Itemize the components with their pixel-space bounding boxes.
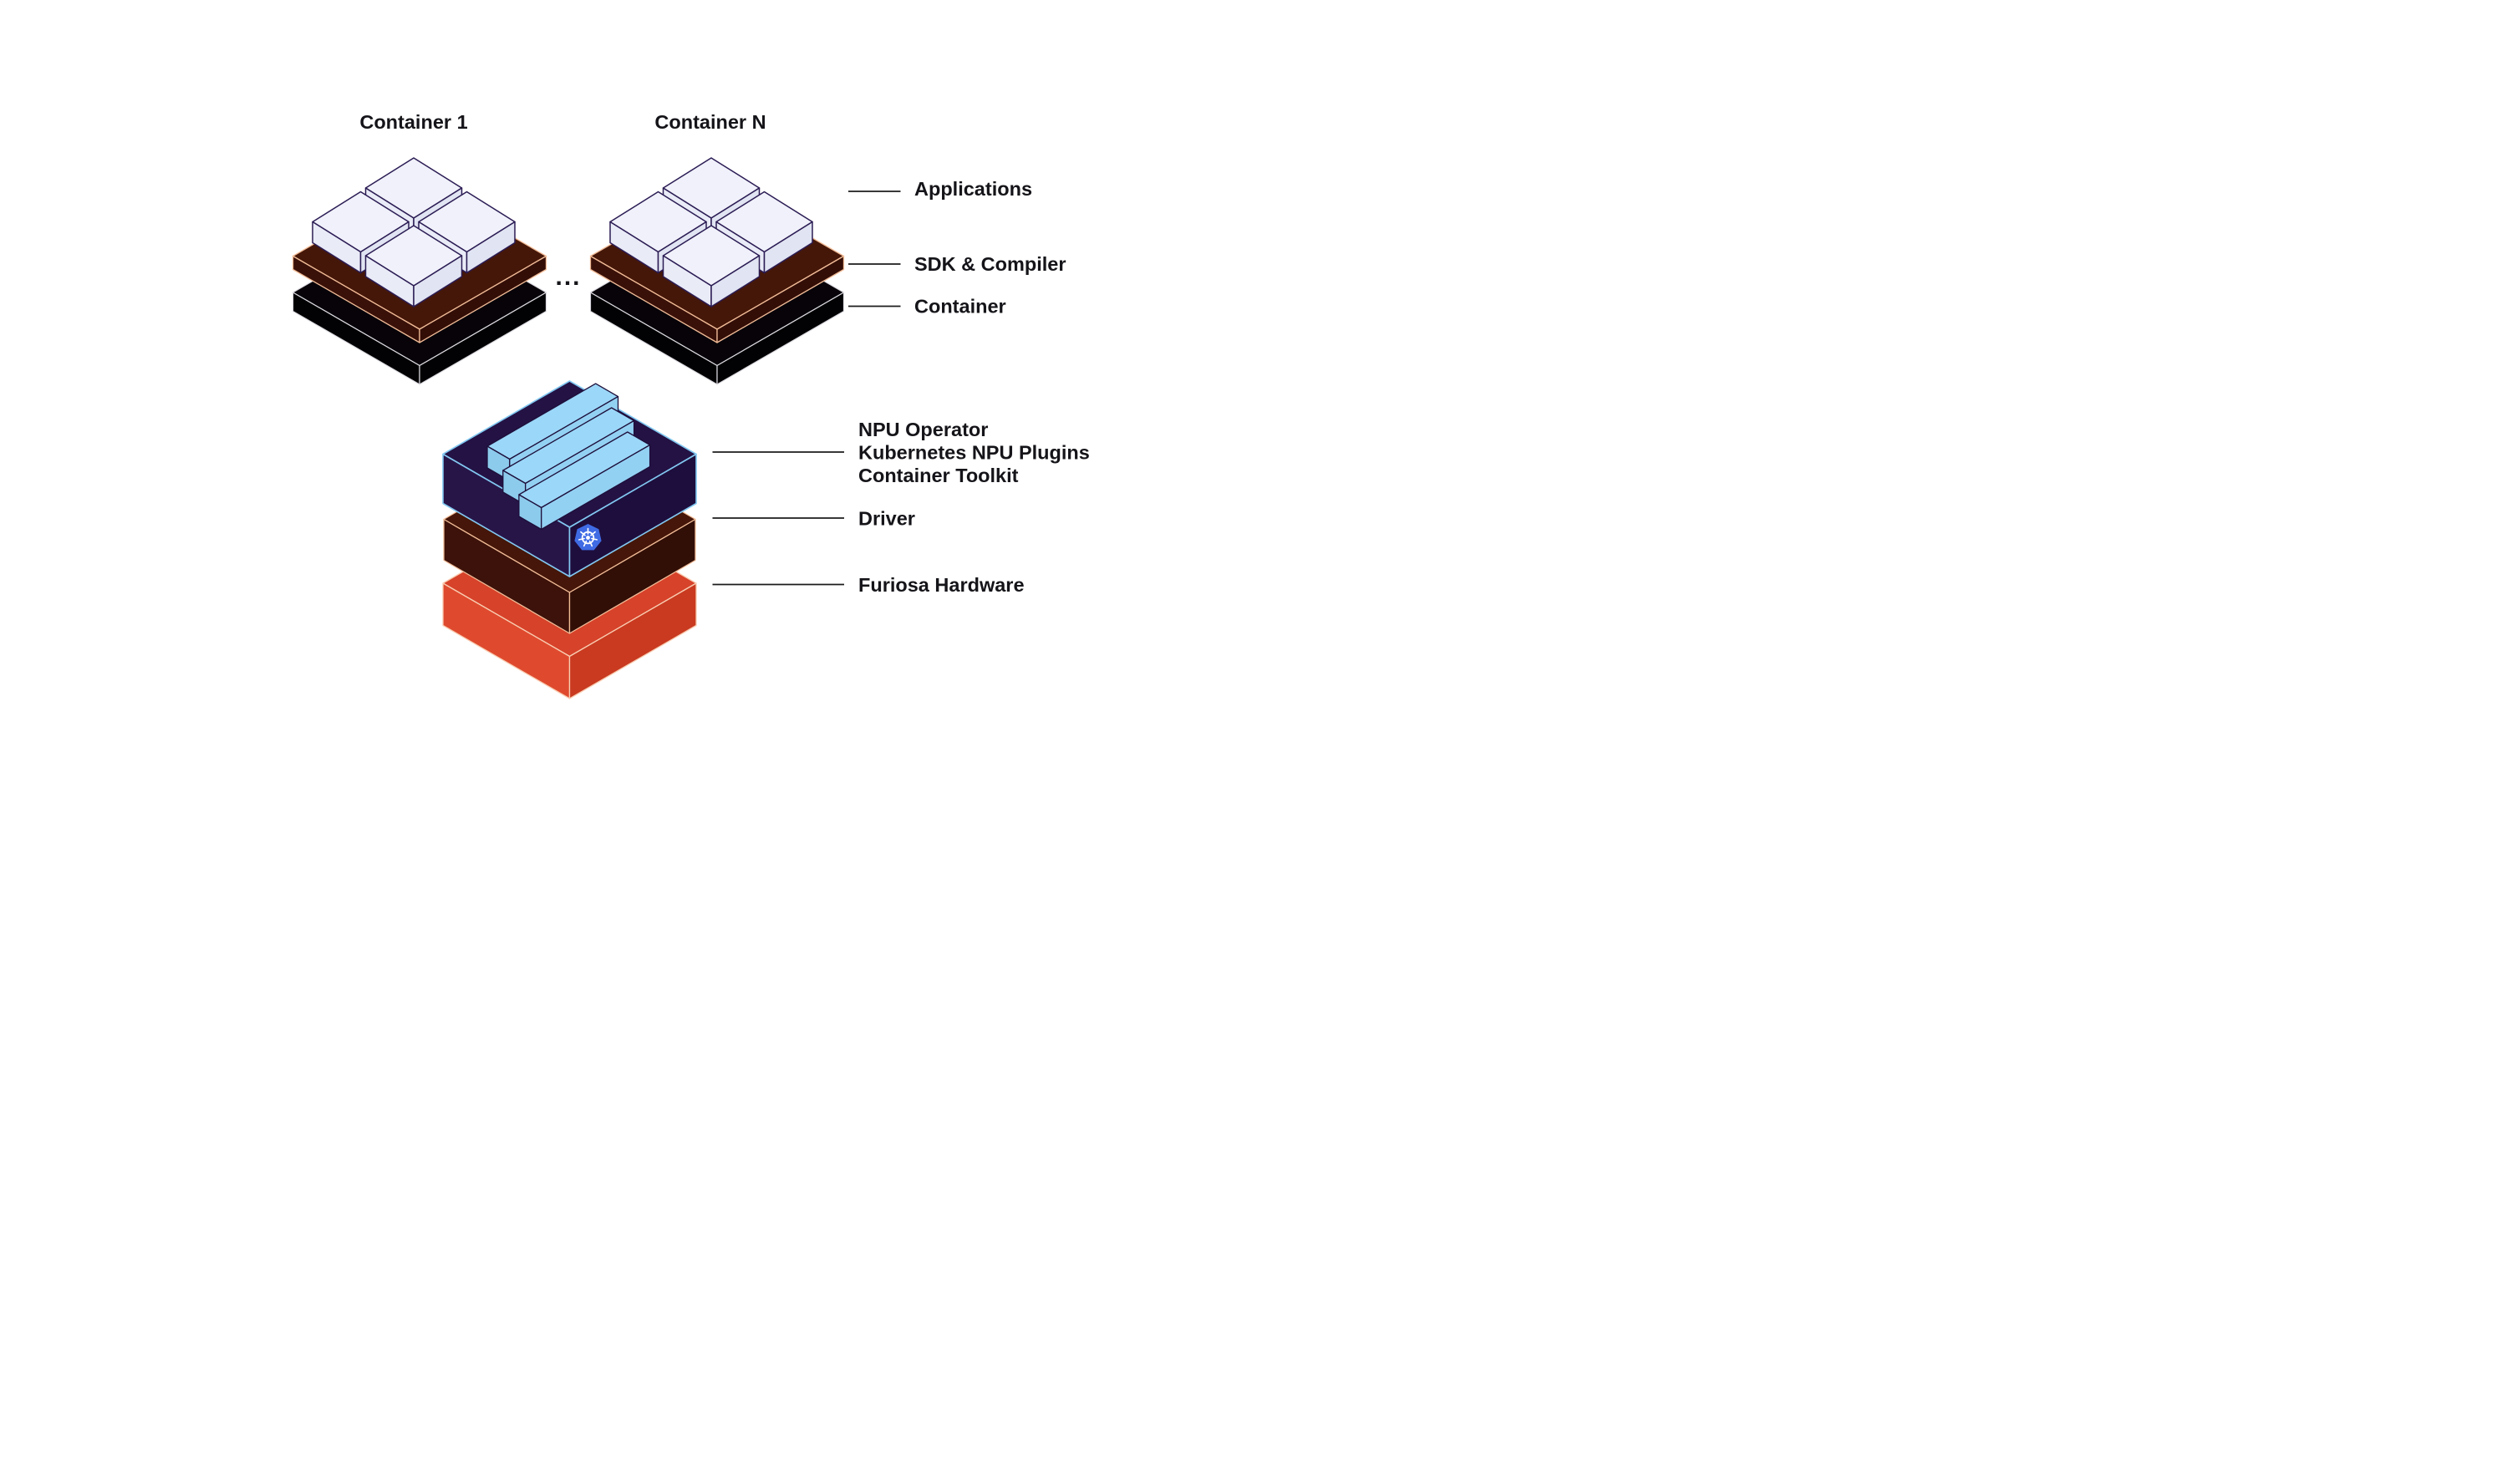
spoke — [583, 540, 588, 547]
npu-bar-3 — [518, 431, 651, 531]
driver-right-face — [568, 518, 696, 634]
sdk-slab-right-face — [716, 255, 845, 343]
spoke — [590, 531, 596, 536]
spoke — [588, 540, 593, 547]
k8s-wheel-spokes — [578, 527, 598, 547]
spoke — [591, 537, 598, 541]
legend-bottom: NPU Operator Kubernetes NPU Plugins Cont… — [712, 419, 1090, 596]
cube-right — [413, 255, 463, 307]
hardware-right-face — [568, 582, 697, 699]
ellipsis-between-stacks: ... — [555, 263, 581, 291]
label-furiosa-hardware: Furiosa Hardware — [858, 574, 1025, 596]
label-container: Container — [914, 296, 1006, 318]
diagram-svg: Container 1 Container N ... Applications… — [292, 111, 1090, 699]
cube-right — [466, 221, 516, 274]
label-container-toolkit: Container Toolkit — [858, 465, 1019, 486]
cube-right — [710, 255, 761, 307]
k8s-wheel-hub — [586, 536, 590, 540]
container-n-title: Container N — [654, 111, 766, 133]
spoke — [580, 531, 586, 536]
legend-right: Applications SDK & Compiler Container — [848, 178, 1066, 318]
container-1-title: Container 1 — [359, 111, 467, 133]
container-n-stack — [589, 157, 845, 385]
label-driver: Driver — [858, 508, 915, 530]
container-slab-right-face — [419, 292, 547, 385]
kubernetes-icon — [574, 524, 602, 551]
app-cube-front — [662, 225, 761, 307]
container-1-stack — [292, 157, 547, 385]
runtime-stack — [442, 380, 697, 699]
npu-operator-block — [442, 380, 697, 577]
application-cubes — [609, 157, 813, 307]
label-kubernetes-npu-plugins: Kubernetes NPU Plugins — [858, 442, 1090, 464]
sdk-slab-right-face — [419, 255, 547, 343]
app-cube-front — [364, 225, 463, 307]
label-sdk-compiler: SDK & Compiler — [914, 253, 1066, 275]
label-applications: Applications — [914, 178, 1032, 200]
container-slab-right-face — [716, 292, 845, 385]
architecture-diagram: Container 1 Container N ... Applications… — [0, 0, 1252, 742]
application-cubes — [312, 157, 516, 307]
npu-box-right-face — [568, 453, 697, 577]
bar-side — [541, 444, 651, 531]
spoke — [578, 537, 585, 541]
cube-right — [763, 221, 813, 274]
label-npu-operator: NPU Operator — [858, 419, 988, 440]
